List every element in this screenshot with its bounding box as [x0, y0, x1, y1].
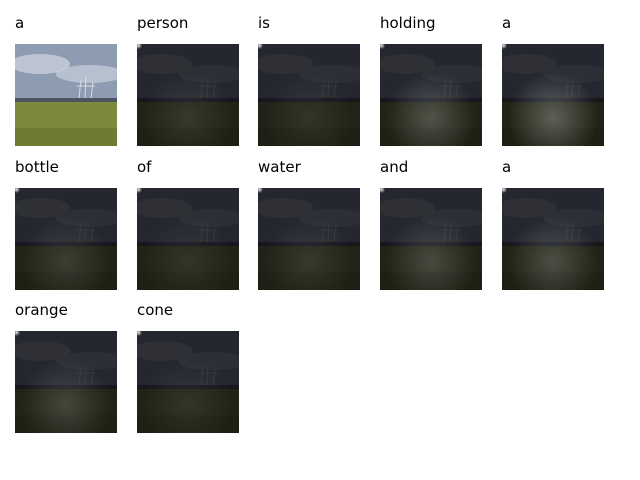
attention-spot [502, 188, 532, 218]
attention-spot [258, 44, 288, 74]
attention-spot [137, 44, 167, 74]
frame-image [15, 188, 117, 290]
attention-spot [137, 188, 167, 218]
cloud [15, 54, 70, 74]
frame-word: a [502, 14, 512, 32]
frame-image [137, 331, 239, 433]
frame-word: cone [137, 301, 174, 319]
frame-word: holding [380, 14, 436, 32]
attention-spot [258, 188, 288, 218]
frame-image [15, 331, 117, 433]
attention-spot [137, 331, 167, 361]
frame-image [258, 188, 360, 290]
frame-word: bottle [15, 158, 59, 176]
frame-word: and [380, 158, 409, 176]
attention-spot [502, 44, 532, 74]
cloud [56, 65, 117, 83]
frame-image [15, 44, 117, 146]
frame-image [502, 188, 604, 290]
frame-word: is [258, 14, 270, 32]
frame-word: orange [15, 301, 68, 319]
horizon [15, 98, 117, 102]
attention-spot [380, 188, 410, 218]
frame-image [137, 188, 239, 290]
frame-image [502, 44, 604, 146]
attention-spot [15, 188, 45, 218]
frame-word: water [258, 158, 301, 176]
attention-spot [380, 44, 410, 74]
crane-icon [77, 75, 95, 99]
frame-image [380, 188, 482, 290]
frame-word: person [137, 14, 189, 32]
frame-word: a [502, 158, 512, 176]
frame-image [258, 44, 360, 146]
attention-spot [15, 331, 45, 361]
frame-word: of [137, 158, 152, 176]
frame-image [380, 44, 482, 146]
frame-word: a [15, 14, 25, 32]
field-shade [15, 128, 117, 146]
frame-image [137, 44, 239, 146]
